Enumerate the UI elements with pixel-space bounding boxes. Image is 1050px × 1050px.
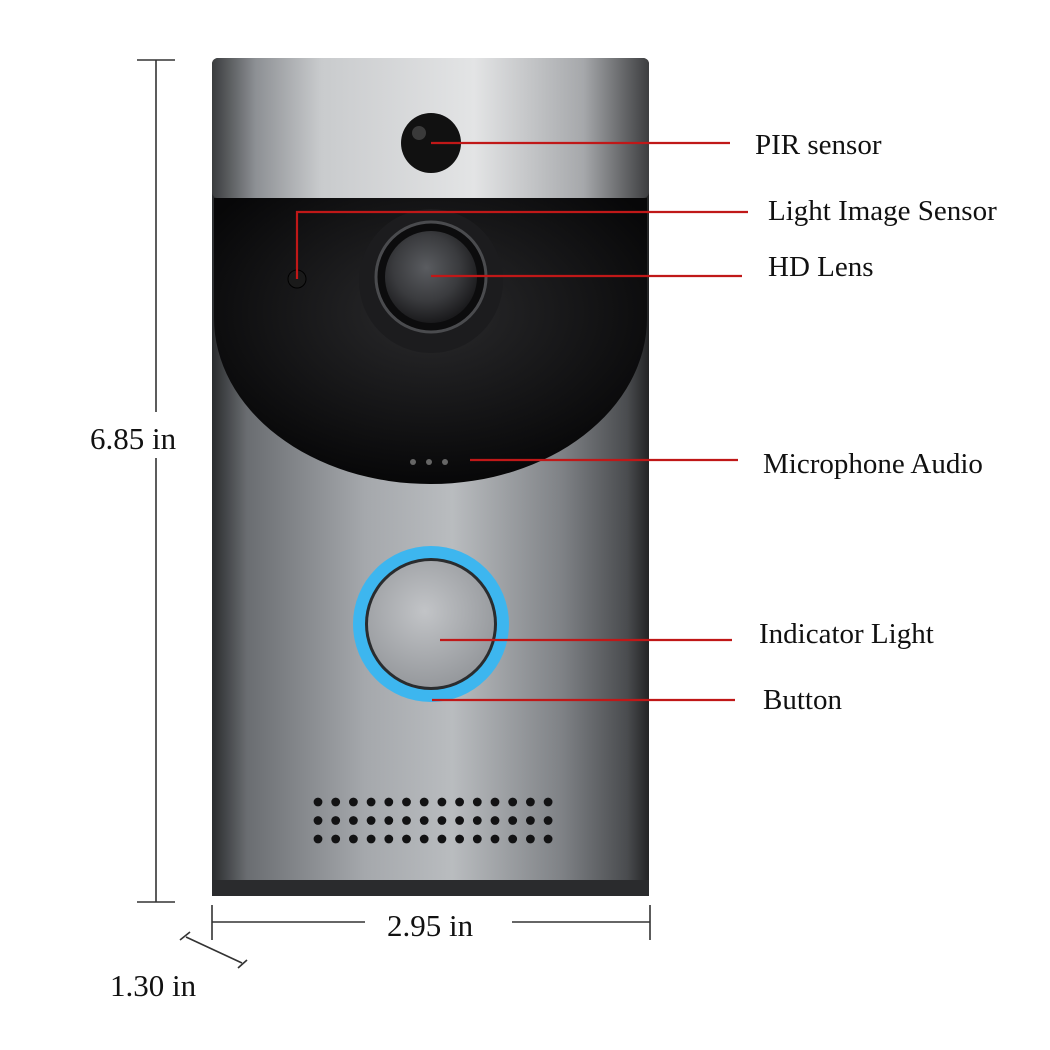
grille-hole — [331, 834, 341, 844]
grille-hole — [472, 834, 482, 844]
grille-hole — [437, 834, 447, 844]
grille-hole — [543, 816, 553, 825]
grille-hole — [490, 816, 500, 825]
leader-light-image — [295, 210, 748, 279]
grille-hole — [313, 834, 323, 844]
doorbell-button — [368, 561, 494, 687]
grille-hole — [455, 834, 464, 844]
grille-hole — [349, 834, 358, 844]
grille-hole — [526, 816, 535, 825]
label-button: Button — [763, 684, 842, 716]
callout-labels: PIR sensor Light Image Sensor HD Lens Mi… — [755, 129, 997, 716]
grille-hole — [384, 797, 394, 807]
device-bottom-edge — [212, 880, 649, 896]
grille-hole — [472, 797, 482, 807]
grille-hole — [419, 797, 429, 807]
grille-hole — [419, 834, 429, 844]
doorbell-device — [212, 58, 649, 896]
grille-hole — [543, 797, 553, 807]
grille-hole — [419, 816, 429, 825]
grille-hole — [526, 797, 535, 807]
width-dimension: 2.95 in — [211, 905, 651, 943]
grille-hole — [366, 834, 376, 844]
grille-hole — [402, 816, 411, 825]
speaker-grille-icon — [313, 797, 553, 844]
depth-value: 1.30 in — [110, 968, 197, 1003]
grille-hole — [313, 816, 323, 825]
grille-hole — [366, 797, 376, 807]
height-dimension: 6.85 in — [90, 59, 177, 903]
grille-hole — [437, 816, 447, 825]
grille-hole — [331, 797, 341, 807]
grille-hole — [490, 797, 500, 807]
pir-sensor-highlight — [412, 126, 426, 140]
grille-hole — [455, 816, 464, 825]
grille-hole — [384, 834, 394, 844]
callout-leaders — [295, 141, 748, 702]
label-light-image-sensor: Light Image Sensor — [768, 195, 997, 227]
grille-hole — [472, 816, 482, 825]
label-hd-lens: HD Lens — [768, 251, 874, 283]
label-pir-sensor: PIR sensor — [755, 129, 882, 161]
depth-dimension: 1.30 in — [110, 931, 248, 1003]
height-value: 6.85 in — [90, 421, 177, 456]
grille-hole — [508, 816, 518, 825]
grille-hole — [508, 834, 518, 844]
grille-hole — [349, 797, 358, 807]
grille-hole — [313, 797, 323, 807]
width-value: 2.95 in — [387, 908, 474, 943]
grille-hole — [349, 816, 358, 825]
grille-hole — [543, 834, 553, 844]
grille-hole — [366, 816, 376, 825]
label-indicator-light: Indicator Light — [759, 618, 934, 650]
microphone-holes — [410, 459, 448, 465]
grille-hole — [384, 816, 394, 825]
grille-hole — [402, 834, 411, 844]
grille-hole — [437, 797, 447, 807]
grille-hole — [402, 797, 411, 807]
grille-hole — [455, 797, 464, 807]
grille-hole — [508, 797, 518, 807]
grille-hole — [526, 834, 535, 844]
grille-hole — [331, 816, 341, 825]
label-microphone-audio: Microphone Audio — [763, 448, 983, 480]
grille-hole — [490, 834, 500, 844]
